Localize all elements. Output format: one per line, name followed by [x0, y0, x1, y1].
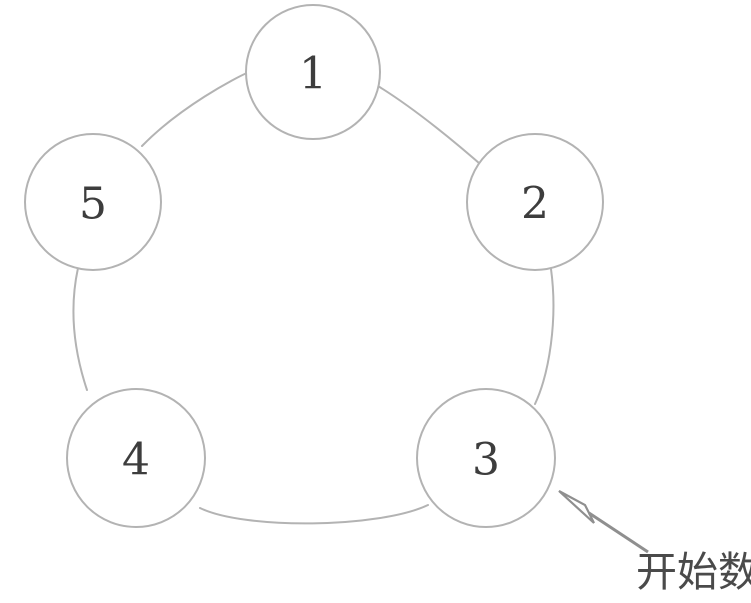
edge-1-to-2: [377, 85, 488, 171]
node-5-label: 5: [79, 179, 107, 230]
arrow-shaft: [588, 511, 649, 554]
node-3-circle[interactable]: [416, 388, 556, 528]
node-group: 1 2 3 4 5: [24, 4, 604, 528]
edge-5-to-1: [141, 71, 250, 147]
node-3[interactable]: 3: [416, 388, 556, 528]
node-3-label: 3: [472, 435, 500, 486]
arrow-head-open-triangle: [558, 490, 595, 524]
node-5[interactable]: 5: [24, 133, 162, 271]
node-4[interactable]: 4: [66, 388, 206, 528]
node-1-circle[interactable]: [245, 4, 381, 140]
node-1[interactable]: 1: [245, 4, 381, 140]
node-4-circle[interactable]: [66, 388, 206, 528]
edge-3-to-4: [199, 504, 429, 525]
annotation-arrow-icon: [558, 490, 649, 554]
node-2-label: 2: [521, 179, 549, 230]
annotation-label-start-number: 开始数: [636, 548, 751, 596]
node-2-circle[interactable]: [466, 133, 604, 271]
node-1-label: 1: [299, 49, 327, 100]
node-5-circle[interactable]: [24, 133, 162, 271]
node-4-label: 4: [122, 435, 150, 486]
edge-4-to-5: [72, 267, 88, 391]
edge-group: [72, 71, 555, 525]
edge-2-to-3: [534, 268, 555, 405]
node-2[interactable]: 2: [466, 133, 604, 271]
